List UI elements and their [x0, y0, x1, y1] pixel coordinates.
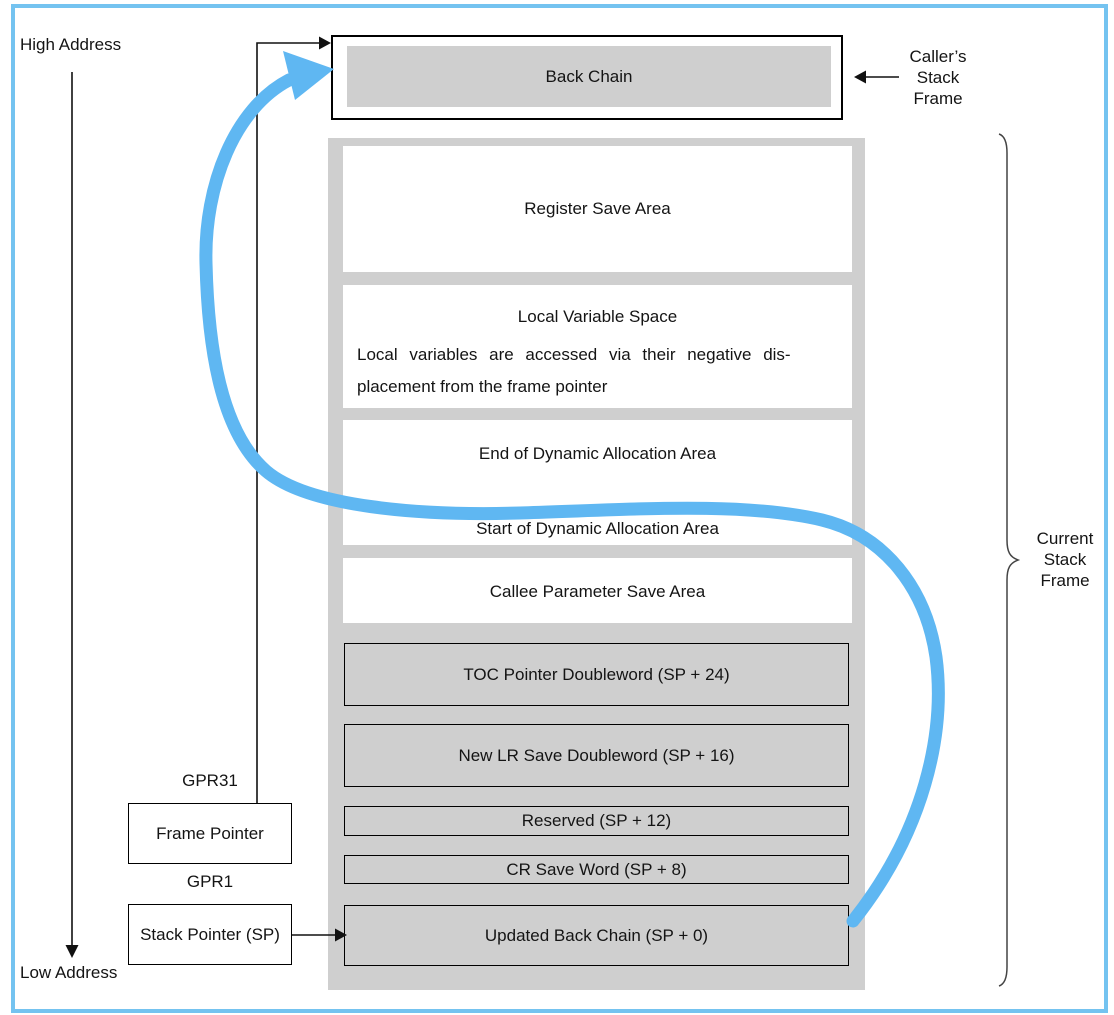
current-frame-brace	[998, 133, 1021, 987]
high-low-address-arrow	[65, 72, 79, 958]
callee-parameter-save-area-label: Callee Parameter Save Area	[489, 582, 706, 601]
frame-pointer-label: Frame Pointer	[156, 823, 264, 843]
local-variable-space-box: Local Variable Space Local variables are…	[343, 285, 852, 408]
high-address-label: High Address	[20, 35, 122, 54]
cr-save-word-box: CR Save Word (SP + 8)	[344, 855, 849, 884]
back-chain-inner-fill: Back Chain	[347, 46, 831, 107]
new-lr-save-doubleword-box: New LR Save Doubleword (SP + 16)	[344, 724, 849, 787]
stack-pointer-label: Stack Pointer (SP)	[140, 924, 280, 944]
dynamic-allocation-start-label: Start of Dynamic Allocation Area	[476, 519, 719, 538]
gpr1-label: GPR1	[186, 872, 234, 891]
back-chain-label: Back Chain	[545, 66, 633, 86]
new-lr-save-doubleword-label: New LR Save Doubleword (SP + 16)	[458, 745, 735, 765]
frame-pointer-box: Frame Pointer	[128, 803, 292, 864]
toc-pointer-doubleword-box: TOC Pointer Doubleword (SP + 24)	[344, 643, 849, 706]
reserved-label: Reserved (SP + 12)	[521, 811, 672, 830]
cr-save-word-label: CR Save Word (SP + 8)	[506, 859, 687, 879]
local-variable-desc-line2: placement from the frame pointer	[357, 377, 608, 396]
gpr31-label: GPR31	[182, 771, 238, 790]
callers-stack-frame-label: Caller’s Stack Frame	[909, 47, 967, 108]
back-chain-box: Back Chain	[331, 35, 843, 120]
frame-pointer-to-back-chain-arrow	[256, 36, 331, 803]
updated-back-chain-label: Updated Back Chain (SP + 0)	[484, 925, 709, 945]
current-stack-frame-label: Current Stack Frame	[1036, 529, 1094, 590]
stack-pointer-box: Stack Pointer (SP)	[128, 904, 292, 965]
local-variable-desc-line1: Local variables are accessed via their n…	[357, 345, 791, 364]
dynamic-allocation-end-label: End of Dynamic Allocation Area	[478, 444, 717, 463]
register-save-area-label: Register Save Area	[524, 199, 671, 218]
register-save-area-box: Register Save Area	[343, 146, 852, 272]
updated-back-chain-box: Updated Back Chain (SP + 0)	[344, 905, 849, 966]
toc-pointer-doubleword-label: TOC Pointer Doubleword (SP + 24)	[463, 664, 730, 684]
callers-frame-arrow	[854, 70, 899, 84]
dynamic-allocation-area-box: End of Dynamic Allocation Area Start of …	[343, 420, 852, 545]
low-address-label: Low Address	[20, 963, 118, 982]
reserved-box: Reserved (SP + 12)	[344, 806, 849, 836]
local-variable-space-label: Local Variable Space	[517, 307, 678, 326]
callee-parameter-save-area-box: Callee Parameter Save Area	[343, 558, 852, 623]
